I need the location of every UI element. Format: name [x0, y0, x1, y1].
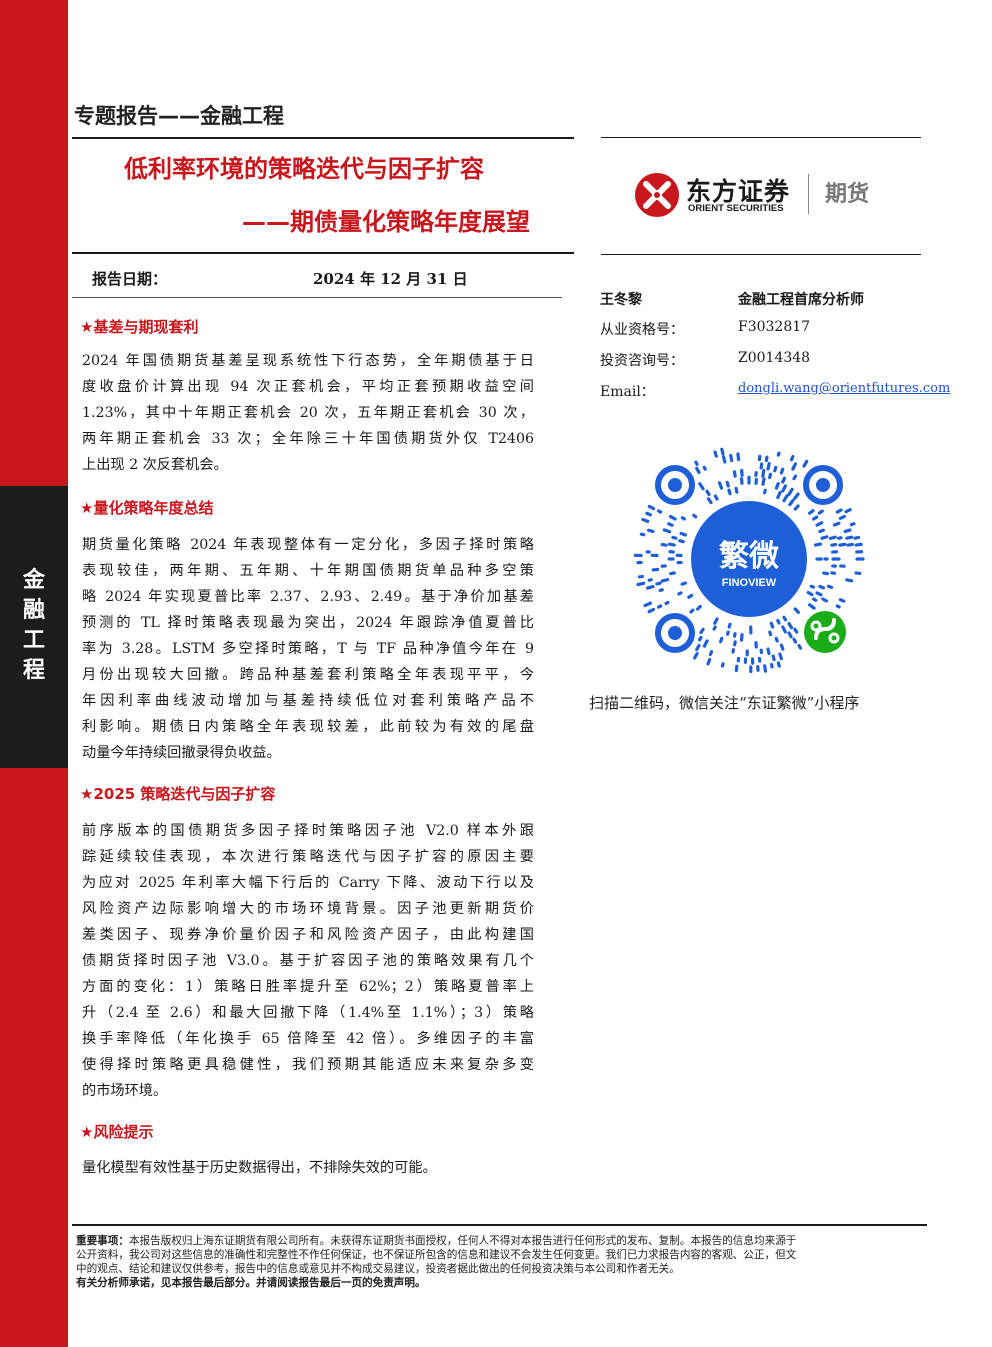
sidebar-category-block	[0, 486, 68, 768]
qr-caption: 扫描二维码，微信关注“东证繁微”小程序	[589, 694, 860, 712]
section-heading-2025-iteration: ★2025 策略迭代与因子扩容	[80, 785, 276, 803]
logo-division: 期货	[825, 182, 870, 207]
disclaimer-lead: 重要事项：	[76, 1235, 129, 1247]
report-type: 专题报告——金融工程	[74, 104, 284, 128]
qualification-label: 从业资格号：	[600, 322, 684, 338]
qr-center-text: 繁微	[719, 539, 779, 574]
section-body-2025-iteration: 前序版本的国债期货多因子择时策略因子池 V2.0 样本外跟 踪延续较佳表现，本次…	[82, 823, 534, 1099]
orient-securities-emblem-icon	[635, 173, 679, 217]
header-rule-top	[72, 137, 574, 139]
qr-code-pattern	[633, 447, 865, 674]
logo-name-cn: 东方证券	[686, 177, 791, 206]
wechat-miniprogram-icon	[801, 608, 849, 656]
logo-rule-top	[601, 137, 921, 138]
disclaimer-rule	[72, 1224, 927, 1226]
email-link[interactable]: dongli.wang@orientfutures.com	[738, 381, 951, 396]
section-heading-basis: ★基差与期现套利	[80, 318, 199, 336]
analyst-name: 王冬黎	[600, 292, 642, 308]
wechat-miniprogram-qr-code: 繁微 FINOVIEW	[633, 447, 865, 674]
email-label: Email：	[600, 384, 655, 400]
logo-separator	[808, 174, 809, 214]
qr-center-subtext: FINOVIEW	[722, 577, 777, 589]
report-title: 低利率环境的策略迭代与因子扩容	[124, 155, 484, 183]
section-body-basis: 2024 年国债期货基差呈现系统性下行态势，全年期债基于日 度收盘价计算出现 9…	[82, 353, 534, 473]
analyst-title: 金融工程首席分析师	[738, 292, 864, 308]
company-logo: 东方证券 ORIENT SECURITIES 期货	[634, 170, 894, 220]
section-body-strategy-summary: 期货量化策略 2024 年表现整体有一定分化，多因子择时策略 表现较佳，两年期、…	[82, 537, 534, 761]
report-date-label: 报告日期：	[92, 270, 168, 288]
section-body-risk: 量化模型有效性基于历史数据得出，不排除失效的可能。	[82, 1160, 437, 1176]
analyst-commitment-note: 有关分析师承诺，见本报告最后部分。并请阅读报告最后一页的免责声明。	[76, 1277, 426, 1289]
qualification-value: F3032817	[738, 319, 811, 335]
sidebar-category-label: 金 融 工 程	[22, 568, 45, 683]
date-rule	[72, 297, 562, 298]
section-heading-strategy-summary: ★量化策略年度总结	[80, 499, 214, 517]
logo-name-en: ORIENT SECURITIES	[688, 203, 784, 214]
advisory-value: Z0014348	[738, 350, 811, 366]
header-rule-bottom	[72, 252, 574, 254]
advisory-label: 投资咨询号：	[600, 353, 684, 369]
section-heading-risk: ★风险提示	[80, 1123, 154, 1141]
disclaimer: 重要事项：本报告版权归上海东证期货有限公司所有。未获得东证期货书面授权，任何人不…	[76, 1234, 928, 1290]
report-date-value: 2024 年 12 月 31 日	[313, 270, 468, 288]
qr-center-badge	[691, 501, 807, 617]
report-subtitle: ——期债量化策略年度展望	[242, 208, 530, 236]
logo-rule-bottom	[601, 254, 921, 255]
